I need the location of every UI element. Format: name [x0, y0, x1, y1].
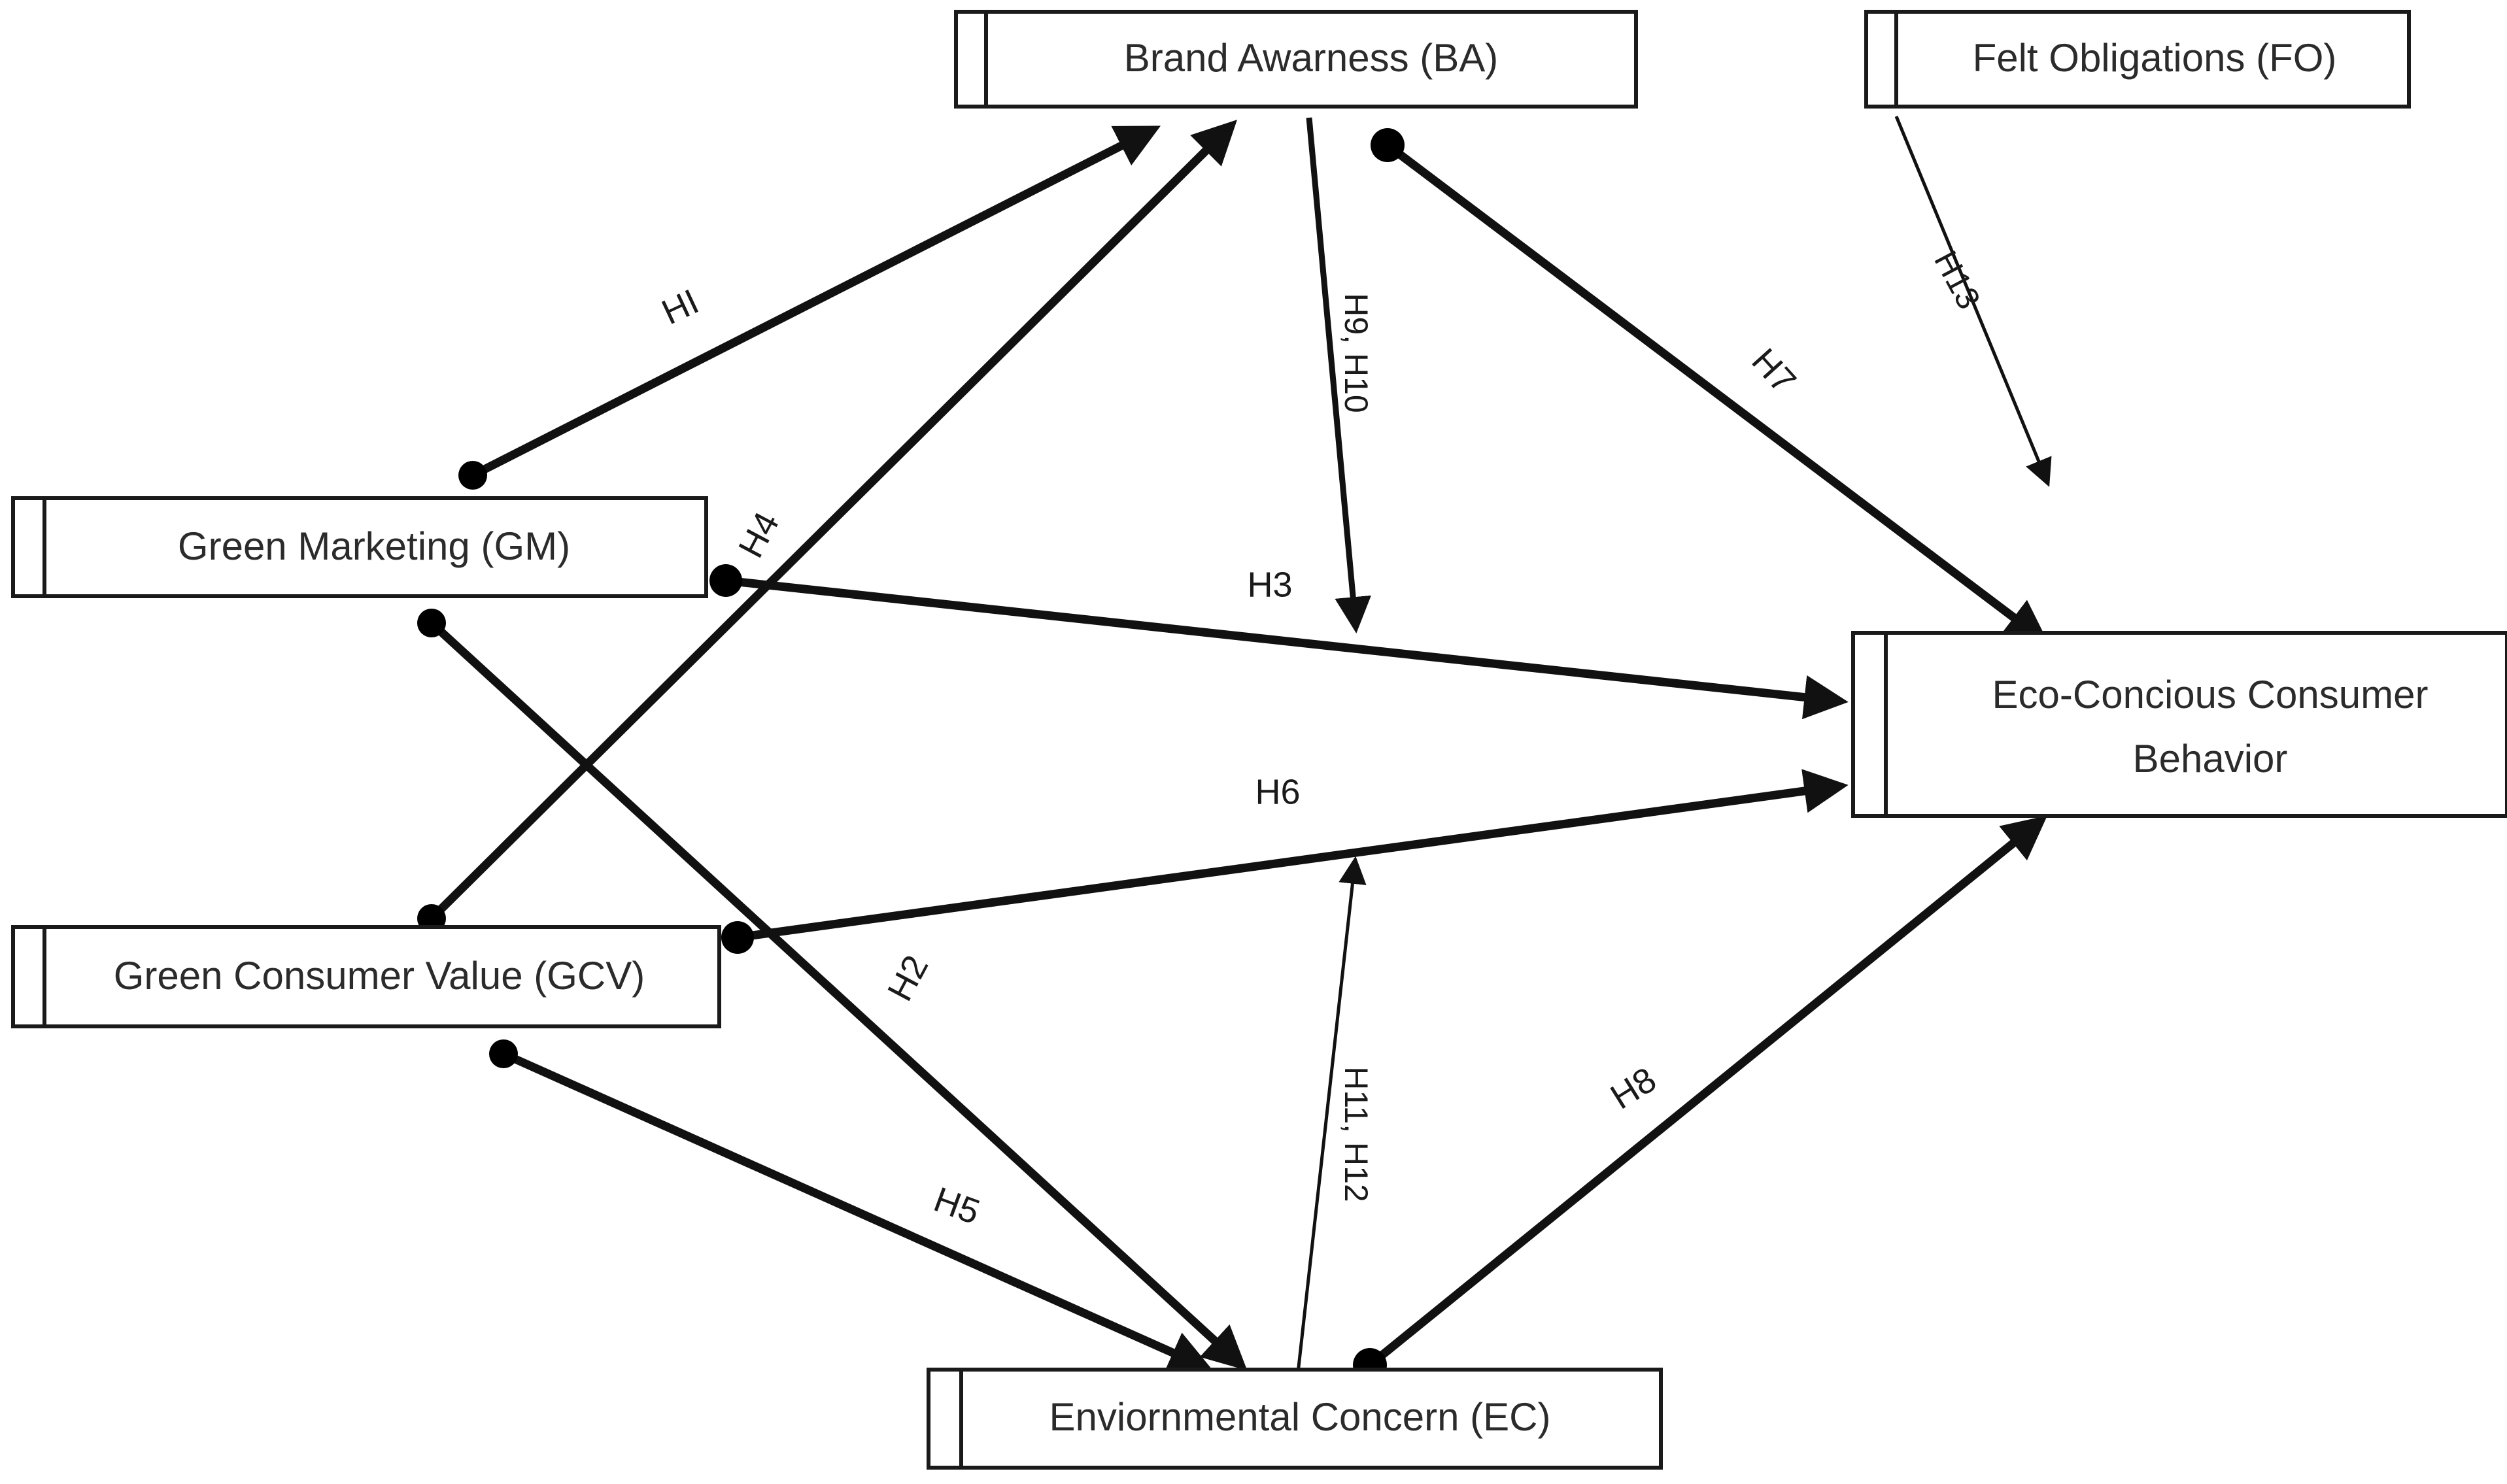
hypothesis-label-h1: HI	[656, 282, 704, 332]
node-box-ec	[927, 1368, 1663, 1470]
hypothesis-label-h13: H13	[1927, 245, 1988, 315]
path-h11-h12	[1296, 856, 1367, 1374]
node-green-marketing[interactable]: Green Marketing (GM)	[11, 496, 708, 598]
node-green-consumer-value[interactable]: Green Consumer Value (GCV)	[11, 925, 721, 1028]
origin-dot-gm-right	[709, 564, 742, 597]
hypothesis-label-h4: H4	[731, 506, 787, 564]
hypothesis-labels-group: HI H2 H3 H4 H5 H6 H7 H8 H9, H10 H11, H12…	[656, 245, 1987, 1232]
hypothesis-label-h6: H6	[1255, 772, 1300, 811]
node-label-ecb-line2: Behavior	[2133, 737, 2288, 781]
hypothesis-label-h2: H2	[880, 949, 936, 1007]
node-label-ecb-line1: Eco-Concious Consumer	[1992, 673, 2429, 717]
hypothesis-label-h3: H3	[1247, 565, 1292, 604]
path-h4	[428, 120, 1237, 922]
node-box-ba	[954, 10, 1638, 109]
node-brand-awarness[interactable]: Brand Awarness (BA)	[954, 10, 1638, 109]
path-h13	[1894, 116, 2052, 487]
node-label-gcv: Green Consumer Value (GCV)	[114, 954, 645, 998]
origin-dot-gm-bottom	[417, 609, 446, 637]
node-box-gcv	[11, 925, 721, 1028]
node-boxes-group: Brand Awarness (BA) Felt Obligations (FO…	[11, 10, 2507, 1470]
path-h7	[1385, 141, 2049, 645]
path-h6	[737, 769, 1849, 942]
node-box-gm	[11, 496, 708, 598]
node-box-ecb	[1851, 631, 2507, 818]
hypothesis-label-h8: H8	[1604, 1060, 1663, 1117]
hypothesis-label-h5: H5	[929, 1179, 985, 1232]
hypothesis-label-h9-h10: H9, H10	[1338, 293, 1374, 413]
node-eco-concious-consumer-behavior[interactable]: Eco-Concious Consumer Behavior	[1851, 631, 2507, 818]
node-enviornmental-concern[interactable]: Enviornmental Concern (EC)	[927, 1368, 1663, 1470]
path-h9-h10	[1306, 117, 1371, 633]
path-h3	[725, 576, 1849, 720]
hypothesis-label-h7: H7	[1744, 341, 1803, 401]
origin-dot-gcv-bottom	[489, 1039, 518, 1068]
node-label-gm: Green Marketing (GM)	[178, 524, 570, 568]
node-box-fo	[1864, 10, 2411, 109]
node-label-ec: Enviornmental Concern (EC)	[1049, 1395, 1551, 1439]
path-h2	[428, 620, 1248, 1371]
node-label-ba: Brand Awarness (BA)	[1124, 36, 1499, 80]
hypothesis-label-h11-h12: H11, H12	[1338, 1066, 1374, 1202]
node-label-fo: Felt Obligations (FO)	[1973, 36, 2337, 80]
path-h8	[1367, 815, 2048, 1369]
origin-dot-gm-top	[458, 461, 487, 490]
origin-dots-group	[417, 128, 1405, 1382]
origin-dot-ba-bottom	[1371, 128, 1405, 162]
node-felt-obligations[interactable]: Felt Obligations (FO)	[1864, 10, 2411, 109]
path-h5	[502, 1050, 1214, 1374]
path-lines-group	[428, 116, 2052, 1374]
path-h1	[471, 126, 1161, 479]
origin-dot-gcv-right	[721, 921, 754, 954]
